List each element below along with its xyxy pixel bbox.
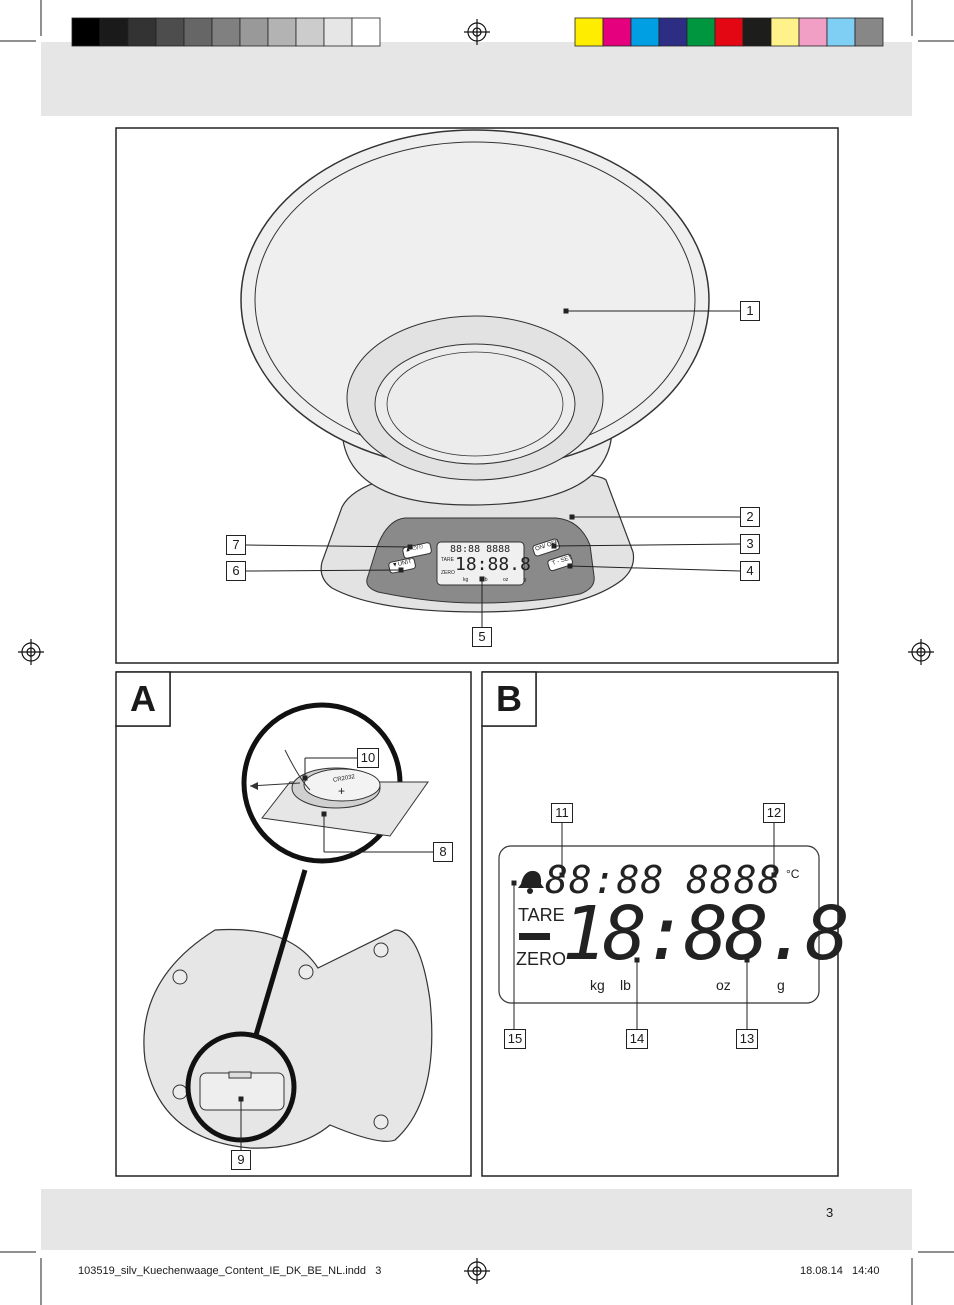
swatch bbox=[267, 17, 297, 47]
callout-1: 1 bbox=[740, 301, 760, 321]
callout-4: 4 bbox=[740, 561, 760, 581]
lcd-unit-lb: lb bbox=[620, 977, 631, 993]
swatch bbox=[99, 17, 129, 47]
slug-filename: 103519_silv_Kuechenwaage_Content_IE_DK_B… bbox=[78, 1265, 382, 1277]
color-swatch-bar bbox=[574, 17, 884, 47]
callout-15: 15 bbox=[504, 1029, 526, 1049]
panel-a-letter: A bbox=[130, 678, 156, 719]
lcd-zero-label: ZERO bbox=[516, 949, 567, 969]
swatch bbox=[183, 17, 213, 47]
gray-swatch-bar bbox=[71, 17, 381, 47]
lcd-clock-digits: 88:88 bbox=[545, 858, 665, 902]
page-number: 3 bbox=[826, 1205, 834, 1220]
lcd-temp-digits: 8888 bbox=[686, 858, 782, 902]
callout-3: 3 bbox=[740, 534, 760, 554]
lcd-unit-kg: kg bbox=[590, 977, 605, 993]
swatch bbox=[574, 17, 604, 47]
swatch bbox=[323, 17, 353, 47]
minus-segment bbox=[519, 933, 550, 940]
registration-mark-left bbox=[18, 639, 44, 665]
swatch bbox=[351, 17, 381, 47]
swatch bbox=[658, 17, 688, 47]
slug-date: 18.08.14 14:40 bbox=[800, 1265, 880, 1277]
bowl-floor-inner bbox=[386, 351, 564, 457]
callout-13: 13 bbox=[736, 1029, 758, 1049]
tset-button[interactable] bbox=[547, 553, 573, 572]
lcd-main-digits: 18:88.8 bbox=[562, 891, 850, 977]
swatch bbox=[826, 17, 856, 47]
swatch bbox=[239, 17, 269, 47]
callout-7: 7 bbox=[226, 535, 246, 555]
mini-lcd-tare: TARE bbox=[441, 557, 454, 563]
mini-lcd bbox=[436, 541, 525, 586]
swatch bbox=[770, 17, 800, 47]
mini-lcd-main-digits: 18:88.8 bbox=[455, 554, 531, 575]
mini-lcd-zero: ZERO bbox=[441, 570, 455, 576]
battery-plus: + bbox=[338, 784, 346, 798]
battery-compartment[interactable] bbox=[199, 1072, 285, 1111]
callout-12: 12 bbox=[763, 803, 785, 823]
swatch bbox=[127, 17, 157, 47]
alarm-bell-icon bbox=[518, 870, 544, 894]
swatch bbox=[602, 17, 632, 47]
lcd-celsius: °C bbox=[786, 867, 800, 881]
mini-lcd-top-digits: 88:88 8888 bbox=[450, 544, 511, 555]
lcd-unit-oz: oz bbox=[716, 977, 731, 993]
callout-14: 14 bbox=[626, 1029, 648, 1049]
callout-2: 2 bbox=[740, 507, 760, 527]
onoff-button[interactable] bbox=[532, 538, 560, 557]
swatch bbox=[686, 17, 716, 47]
bottom-band bbox=[41, 1189, 912, 1250]
registration-mark-bottom bbox=[464, 1258, 490, 1284]
swatch bbox=[854, 17, 884, 47]
panel-b-letter: B bbox=[496, 678, 522, 719]
lcd-display bbox=[498, 845, 820, 1004]
callout-5: 5 bbox=[472, 627, 492, 647]
main-leader-lines bbox=[245, 308, 741, 627]
swatch bbox=[295, 17, 325, 47]
swatch bbox=[71, 17, 101, 47]
lcd-tare-label: TARE bbox=[518, 905, 565, 925]
swatch bbox=[798, 17, 828, 47]
swatch bbox=[714, 17, 744, 47]
swatch bbox=[211, 17, 241, 47]
callout-11: 11 bbox=[551, 803, 573, 823]
top-color-band bbox=[41, 42, 912, 116]
panel-b bbox=[481, 671, 839, 1177]
callout-6: 6 bbox=[226, 561, 246, 581]
swatch bbox=[630, 17, 660, 47]
registration-mark-top bbox=[464, 19, 490, 45]
registration-mark-right bbox=[908, 639, 934, 665]
callout-9: 9 bbox=[231, 1150, 251, 1170]
lcd-unit-g: g bbox=[777, 977, 785, 993]
callout-10: 10 bbox=[357, 748, 379, 768]
callout-8: 8 bbox=[433, 842, 453, 862]
panel-a bbox=[115, 671, 472, 1177]
swatch bbox=[742, 17, 772, 47]
bowl-floor-ring bbox=[374, 343, 576, 465]
mini-lcd-units: kg lb oz g bbox=[463, 577, 527, 583]
swatch bbox=[155, 17, 185, 47]
